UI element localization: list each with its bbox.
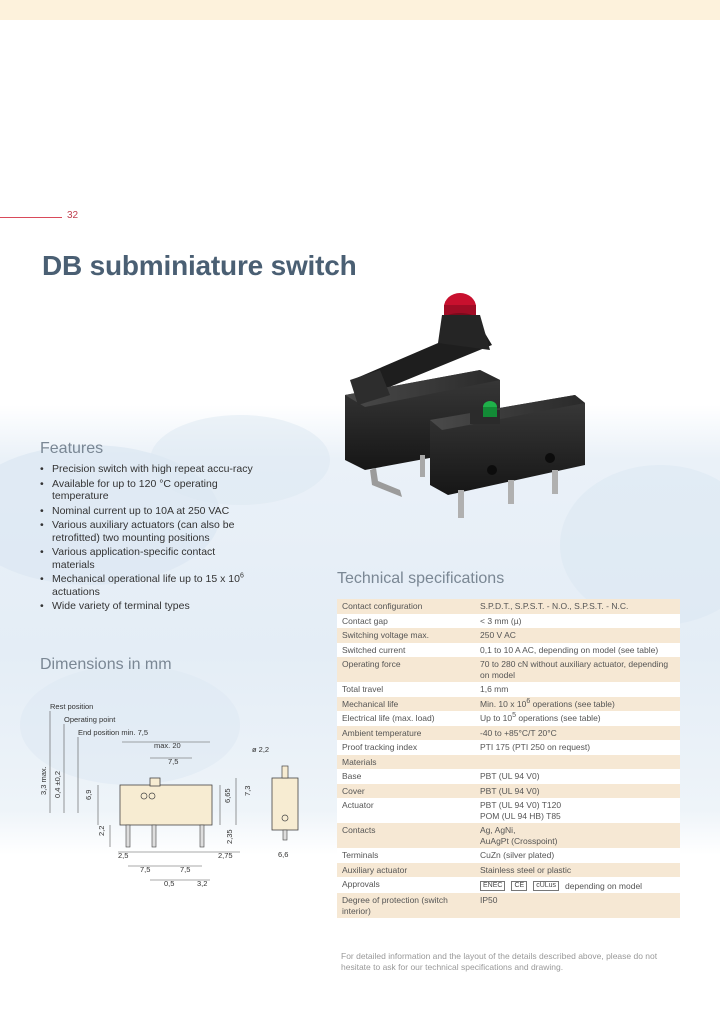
table-row: Contact gap< 3 mm (µ) bbox=[337, 613, 680, 628]
spec-label: Ambient temperature bbox=[337, 725, 475, 740]
list-item: Various application-specific contact mat… bbox=[40, 546, 255, 571]
spec-label: Auxiliary actuator bbox=[337, 862, 475, 877]
list-item: Nominal current up to 10A at 250 VAC bbox=[40, 505, 255, 518]
dim-label: Operating point bbox=[64, 715, 116, 724]
spec-value: Up to 105 operations (see table) bbox=[475, 711, 680, 726]
dim-label: Rest position bbox=[50, 702, 93, 711]
list-item: Various auxiliary actuators (can also be… bbox=[40, 519, 255, 544]
dim-label: 6,9 bbox=[84, 790, 93, 800]
spec-value: Ag, AgNi,AuAgPt (Crosspoint) bbox=[475, 823, 680, 848]
spec-label: Contact configuration bbox=[337, 599, 475, 614]
spec-value: PTI 175 (PTI 250 on request) bbox=[475, 740, 680, 755]
spec-label: Approvals bbox=[337, 877, 475, 894]
approval-mark: CE bbox=[511, 881, 528, 891]
spec-label: Contacts bbox=[337, 823, 475, 848]
spec-value: -40 to +85°C/T 20°C bbox=[475, 725, 680, 740]
spec-label: Materials bbox=[337, 754, 475, 769]
dim-label: 6,65 bbox=[223, 788, 232, 803]
dim-label: 2,5 bbox=[118, 851, 128, 860]
spec-value: IP50 bbox=[475, 893, 680, 919]
top-color-bar bbox=[0, 0, 720, 20]
spec-value: Min. 10 x 106 operations (see table) bbox=[475, 696, 680, 711]
spec-value: < 3 mm (µ) bbox=[475, 613, 680, 628]
dim-label: 2,75 bbox=[218, 851, 233, 860]
dimensions-drawing: Rest position Operating point End positi… bbox=[40, 702, 299, 888]
spec-value: 0,1 to 10 A AC, depending on model (see … bbox=[475, 642, 680, 657]
spec-label: Terminals bbox=[337, 848, 475, 863]
list-item: Wide variety of terminal types bbox=[40, 600, 255, 613]
spec-label: Proof tracking index bbox=[337, 740, 475, 755]
spec-value bbox=[475, 754, 680, 769]
dim-label: 2,2 bbox=[97, 826, 106, 836]
dim-label: 7,5 bbox=[168, 757, 178, 766]
spec-value: PBT (UL 94 V0) bbox=[475, 783, 680, 798]
spec-value: Stainless steel or plastic bbox=[475, 862, 680, 877]
spec-value: S.P.D.T., S.P.S.T. - N.O., S.P.S.T. - N.… bbox=[475, 599, 680, 614]
spec-label: Actuator bbox=[337, 798, 475, 823]
dim-label: max. 20 bbox=[154, 741, 181, 750]
dim-label: 0,5 bbox=[164, 879, 174, 888]
spec-label: Operating force bbox=[337, 657, 475, 682]
page-number: 32 bbox=[67, 210, 79, 221]
approval-mark: cULus bbox=[533, 881, 560, 891]
dim-label: 7,5 bbox=[140, 865, 150, 874]
spec-value: 70 to 280 cN without auxiliary actuator,… bbox=[475, 657, 680, 682]
table-row: Ambient temperature-40 to +85°C/T 20°C bbox=[337, 725, 680, 740]
spec-value: PBT (UL 94 V0) bbox=[475, 769, 680, 784]
spec-label: Switched current bbox=[337, 642, 475, 657]
spec-label: Contact gap bbox=[337, 613, 475, 628]
dim-label: 6,6 bbox=[278, 850, 288, 859]
features-heading: Features bbox=[40, 440, 104, 457]
approval-mark: ENEC bbox=[480, 881, 506, 891]
spec-label: Mechanical life bbox=[337, 696, 475, 711]
spec-label: Switching voltage max. bbox=[337, 628, 475, 643]
dim-label: 3,3 max. bbox=[40, 766, 48, 795]
spec-label: Degree of protection (switch interior) bbox=[337, 893, 475, 919]
dim-label: 3,2 bbox=[197, 879, 207, 888]
features-list: Precision switch with high repeat accu-r… bbox=[40, 463, 255, 615]
dim-label: 0,4 ±0,2 bbox=[53, 771, 62, 798]
table-row: Electrical life (max. load)Up to 105 ope… bbox=[337, 711, 680, 726]
specs-footnote: For detailed information and the layout … bbox=[341, 951, 658, 972]
dim-label: 7,3 bbox=[243, 786, 252, 796]
product-photo bbox=[345, 293, 585, 518]
table-row: Switching voltage max.250 V AC bbox=[337, 628, 680, 643]
dimensions-heading: Dimensions in mm bbox=[40, 656, 172, 673]
spec-label: Base bbox=[337, 769, 475, 784]
dim-label: ø 2,2 bbox=[252, 745, 269, 754]
spec-label: Total travel bbox=[337, 682, 475, 697]
dim-label: End position min. 7,5 bbox=[78, 728, 148, 737]
page-title: DB subminiature switch bbox=[42, 250, 357, 281]
spec-value: CuZn (silver plated) bbox=[475, 848, 680, 863]
spec-label: Cover bbox=[337, 783, 475, 798]
list-item: Precision switch with high repeat accu-r… bbox=[40, 463, 255, 476]
spec-value: 1,6 mm bbox=[475, 682, 680, 697]
spec-value: 250 V AC bbox=[475, 628, 680, 643]
table-row: Materials bbox=[337, 754, 680, 769]
spec-label: Electrical life (max. load) bbox=[337, 711, 475, 726]
table-row: Degree of protection (switch interior)IP… bbox=[337, 893, 680, 919]
specs-heading: Technical specifications bbox=[337, 570, 505, 587]
list-item: Mechanical operational life up to 15 x 1… bbox=[40, 573, 255, 598]
dim-label: 2,35 bbox=[225, 829, 234, 844]
list-item: Available for up to 120 °C operating tem… bbox=[40, 478, 255, 503]
dim-label: 7,5 bbox=[180, 865, 190, 874]
page-number-rule bbox=[0, 217, 62, 218]
